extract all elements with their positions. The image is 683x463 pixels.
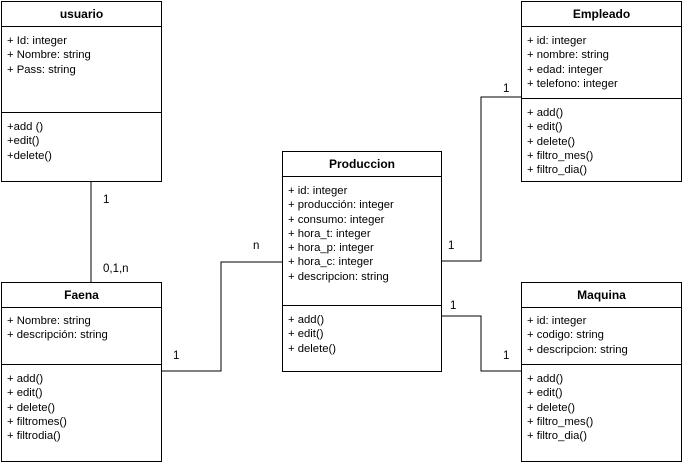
attribute: + id: integer bbox=[527, 315, 587, 327]
operation: + delete() bbox=[527, 401, 576, 414]
operation: + filtro_dia() bbox=[527, 164, 587, 177]
attributes-section: + id: integer + codigo: string + descrip… bbox=[522, 314, 681, 357]
operations-section: + add() + edit() + delete() bbox=[283, 305, 441, 371]
multiplicity-label: 0,1,n bbox=[103, 263, 129, 275]
class-name: Faena bbox=[2, 283, 161, 308]
attribute: + id: integer bbox=[288, 185, 348, 197]
operation: + add() bbox=[527, 373, 564, 385]
operation: +edit() bbox=[7, 135, 40, 148]
operation: + delete() bbox=[527, 135, 576, 148]
operation: + edit() bbox=[7, 387, 43, 400]
class-name: Empleado bbox=[522, 2, 681, 27]
operation: +add () bbox=[7, 121, 44, 133]
multiplicity-label: 1 bbox=[503, 83, 510, 95]
class-maquina[interactable]: Maquina + id: integer + codigo: string +… bbox=[521, 282, 682, 462]
operation: + edit() bbox=[288, 328, 324, 341]
attributes-section: + Nombre: string + descripción: string bbox=[2, 314, 161, 343]
operation: + add() bbox=[288, 314, 325, 326]
attribute: + edad: integer bbox=[527, 63, 603, 76]
class-empleado[interactable]: Empleado + id: integer + nombre: string … bbox=[521, 1, 682, 182]
operation: + filtro_mes() bbox=[527, 149, 594, 162]
operation: + delete() bbox=[288, 342, 337, 355]
operation: + delete() bbox=[7, 401, 56, 414]
class-faena[interactable]: Faena + Nombre: string + descripción: st… bbox=[1, 282, 162, 462]
multiplicity-label: 1 bbox=[448, 240, 455, 252]
attribute: + consumo: integer bbox=[288, 213, 385, 226]
attribute: + descripcion: string bbox=[288, 270, 389, 283]
multiplicity-label: 1 bbox=[103, 194, 110, 206]
operations-section: + add() + edit() + delete() + filtro_mes… bbox=[522, 364, 681, 461]
attributes-section: + id: integer + producción: integer + co… bbox=[283, 184, 441, 284]
attribute: + Nombre: string bbox=[7, 315, 91, 327]
class-usuario[interactable]: usuario + Id: integer + Nombre: string +… bbox=[1, 1, 162, 182]
class-name: Produccion bbox=[283, 152, 441, 177]
attribute: + hora_t: integer bbox=[288, 227, 371, 240]
attribute: + hora_p: integer bbox=[288, 242, 374, 255]
attribute: + id: integer bbox=[527, 35, 587, 47]
operation: + filtromes() bbox=[7, 415, 67, 428]
class-produccion[interactable]: Produccion + id: integer + producción: i… bbox=[282, 151, 442, 372]
attribute: + descripción: string bbox=[7, 329, 108, 342]
operation: + filtro_mes() bbox=[527, 415, 594, 428]
attributes-section: + id: integer + nombre: string + edad: i… bbox=[522, 34, 681, 91]
attribute: + nombre: string bbox=[527, 49, 609, 62]
operation: +delete() bbox=[7, 149, 52, 162]
attribute: + producción: integer bbox=[288, 199, 394, 212]
operation: + edit() bbox=[527, 387, 563, 400]
operations-section: + add() + edit() + delete() + filtromes(… bbox=[2, 364, 161, 461]
faena-produccion-connector bbox=[161, 261, 282, 372]
operation: + filtro_dia() bbox=[527, 430, 587, 443]
attributes-section: + Id: integer + Nombre: string + Pass: s… bbox=[2, 34, 161, 77]
operations-section: + add() + edit() + delete() + filtro_mes… bbox=[522, 98, 681, 181]
operation: + filtrodia() bbox=[7, 430, 61, 443]
attribute: + hora_c: integer bbox=[288, 256, 374, 269]
attribute: + Id: integer bbox=[7, 35, 67, 47]
multiplicity-label: 1 bbox=[503, 350, 510, 362]
attribute: + codigo: string bbox=[527, 329, 604, 342]
attribute: + Nombre: string bbox=[7, 49, 91, 62]
multiplicity-label: 1 bbox=[173, 350, 180, 362]
operation: + add() bbox=[7, 373, 44, 385]
multiplicity-label: n bbox=[253, 240, 260, 252]
attribute: + Pass: string bbox=[7, 63, 76, 76]
multiplicity-label: 1 bbox=[450, 300, 457, 312]
attribute: + descripcion: string bbox=[527, 343, 628, 356]
class-name: Maquina bbox=[522, 283, 681, 308]
operations-section: +add () +edit() +delete() bbox=[2, 112, 161, 181]
attribute: + telefono: integer bbox=[527, 77, 618, 90]
produccion-maquina-connector bbox=[441, 315, 521, 372]
operation: + edit() bbox=[527, 121, 563, 134]
produccion-empleado-connector bbox=[441, 96, 521, 262]
operation: + add() bbox=[527, 107, 564, 119]
class-name: usuario bbox=[2, 2, 161, 27]
